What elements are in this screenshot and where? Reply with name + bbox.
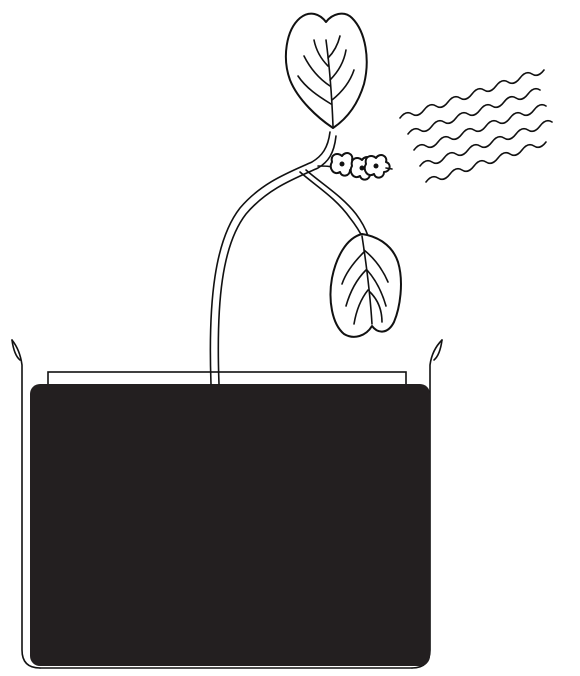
flower-center-1 — [340, 162, 345, 167]
upper-leaf-blade — [286, 14, 367, 128]
upper-leaf — [286, 14, 367, 128]
flower-center-3 — [374, 164, 379, 169]
wavy-line-1 — [400, 70, 544, 118]
wavy-line-5 — [426, 142, 546, 182]
flower-center-2 — [360, 166, 365, 171]
lower-leaf — [331, 234, 401, 337]
wavy-line-2 — [408, 89, 540, 134]
wavy-lines — [400, 70, 552, 182]
soil-surface-rim — [48, 372, 406, 386]
branch-lower — [300, 172, 364, 240]
soil-block — [30, 384, 430, 666]
lower-leaf-blade — [331, 234, 401, 337]
stem-inner — [218, 136, 336, 384]
wavy-line-4 — [420, 121, 552, 166]
flower-cluster — [331, 153, 392, 180]
flower-tip — [386, 168, 392, 169]
plant — [210, 14, 401, 384]
wavy-line-3 — [414, 105, 546, 150]
